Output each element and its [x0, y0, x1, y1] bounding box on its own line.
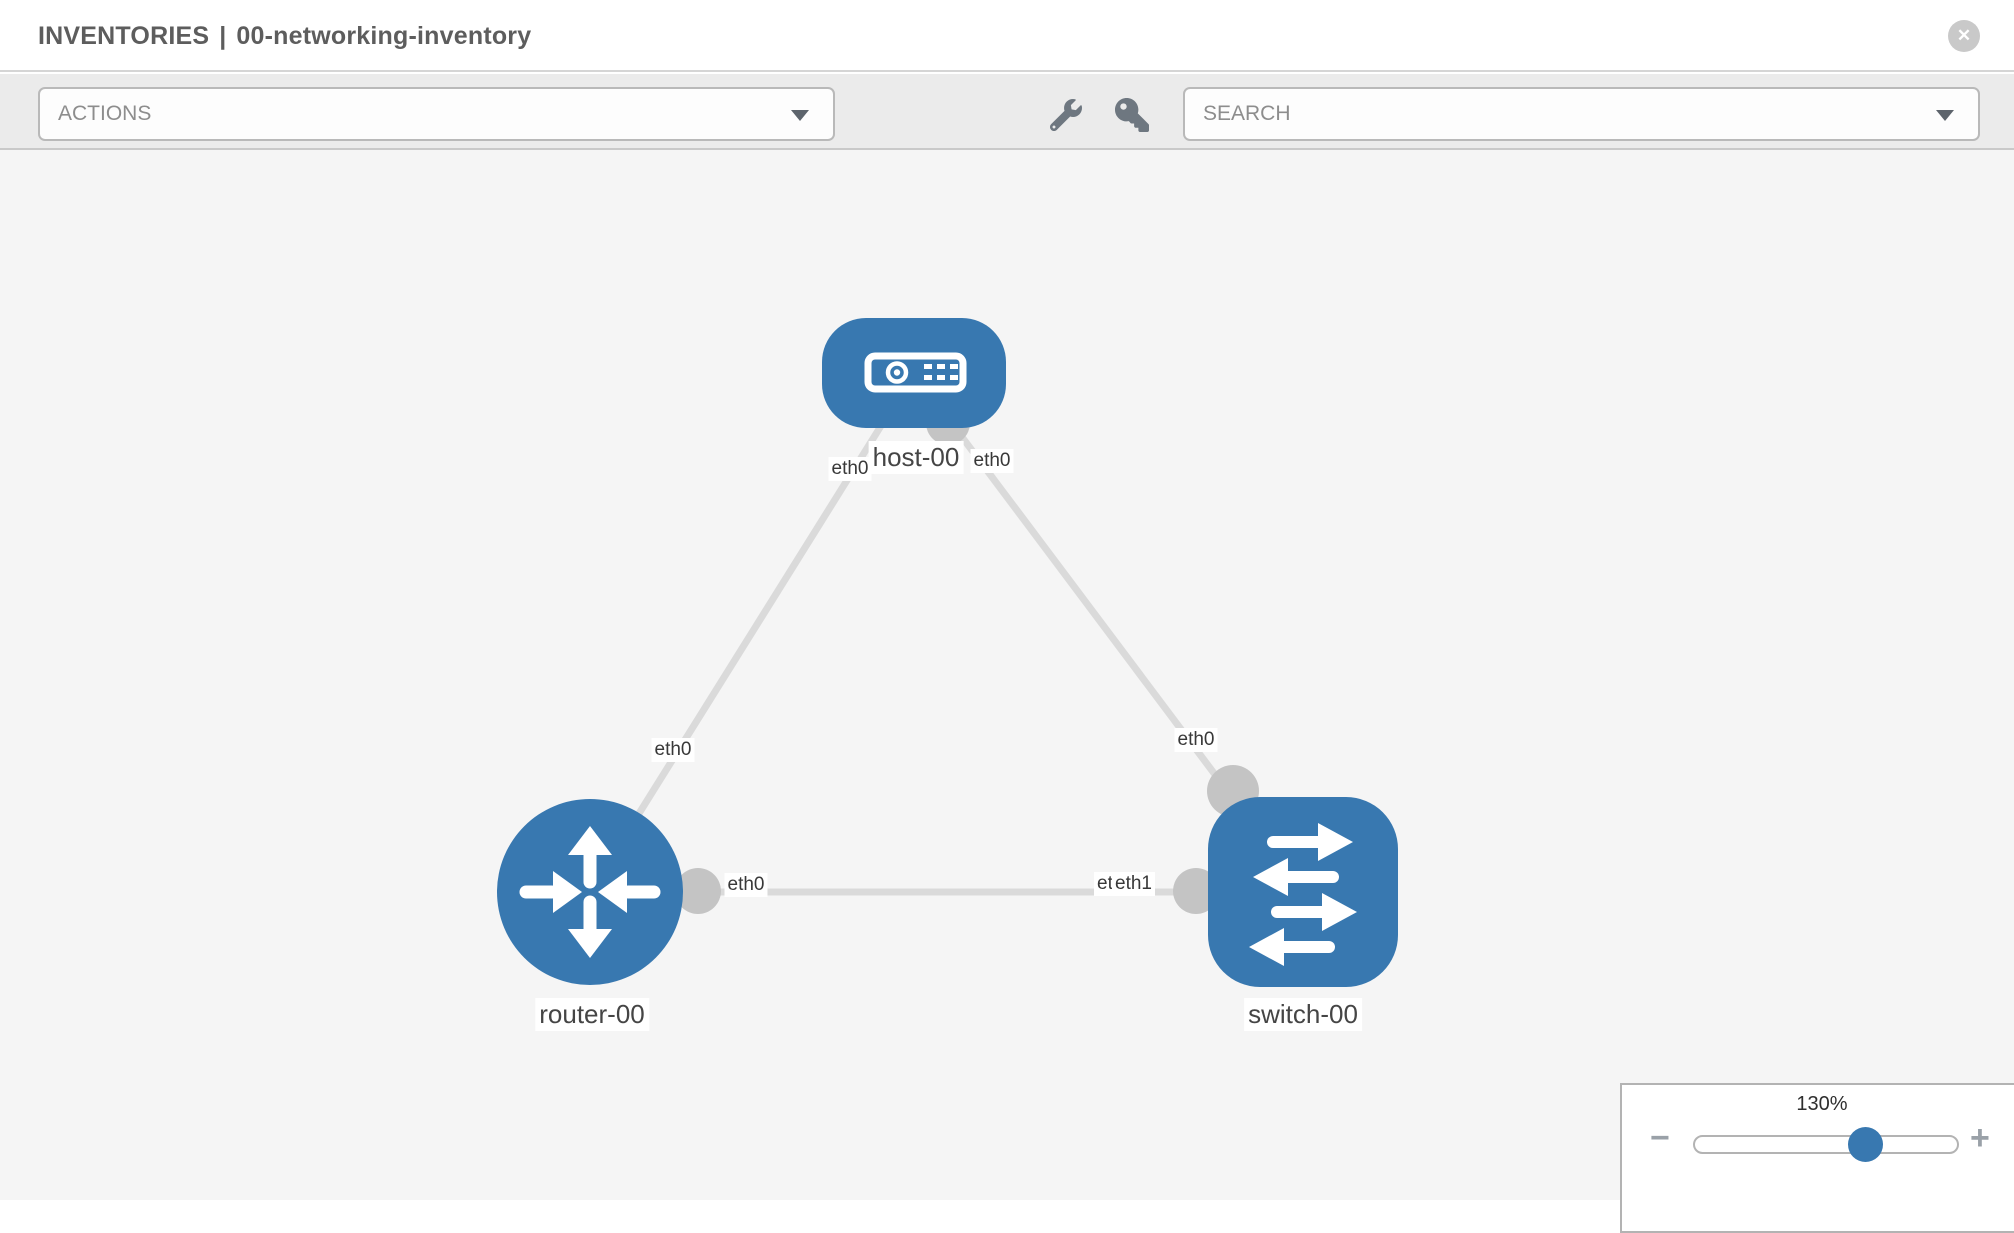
actions-dropdown-label: ACTIONS	[58, 102, 152, 125]
page-title: INVENTORIES | 00-networking-inventory	[38, 0, 531, 72]
chevron-down-icon	[791, 110, 809, 121]
breadcrumb-section: INVENTORIES	[38, 21, 210, 50]
chevron-down-icon	[1936, 110, 1954, 121]
search-input[interactable]: SEARCH	[1183, 87, 1980, 141]
iface-label-host-eth0-right: eth0	[970, 449, 1014, 473]
key-icon	[1115, 98, 1149, 132]
breadcrumb-separator: |	[219, 21, 227, 50]
router-icon	[519, 826, 661, 958]
topology-canvas[interactable]: host-00 router-00 switch-00 eth0 eth0 et…	[0, 150, 2014, 1233]
host-icon	[864, 352, 967, 393]
configure-button[interactable]	[1048, 97, 1084, 133]
zoom-slider-track[interactable]	[1693, 1135, 1959, 1154]
zoom-in-button[interactable]: +	[1970, 1119, 1990, 1157]
zoom-level: 130%	[1796, 1093, 1848, 1115]
zoom-panel: 130% − +	[1620, 1083, 2014, 1233]
credentials-button[interactable]	[1114, 97, 1150, 133]
node-label-router: router-00	[535, 998, 649, 1031]
actions-dropdown[interactable]: ACTIONS	[38, 87, 835, 141]
iface-label-router-eth0-right: eth0	[724, 873, 768, 897]
header: INVENTORIES | 00-networking-inventory ✕	[0, 0, 2014, 72]
iface-label-router-eth0-top: eth0	[651, 738, 695, 762]
interface-dot-router-eth0[interactable]	[675, 868, 721, 914]
iface-label-switch-eth1: eth1	[1112, 872, 1155, 896]
search-placeholder: SEARCH	[1203, 102, 1291, 125]
topology-graph	[497, 318, 1398, 987]
node-host-00[interactable]	[822, 318, 1006, 428]
node-label-host: host-00	[868, 441, 964, 474]
iface-label-switch-eth0-top: eth0	[1174, 728, 1218, 752]
wrench-icon	[1050, 99, 1082, 131]
iface-label-host-eth0-left: eth0	[828, 457, 872, 481]
zoom-out-button[interactable]: −	[1650, 1119, 1670, 1157]
switch-icon	[1249, 823, 1357, 966]
zoom-slider-handle[interactable]	[1848, 1127, 1883, 1162]
toolbar: ACTIONS SEARCH	[0, 74, 2014, 150]
close-icon: ✕	[1956, 26, 1972, 45]
close-button[interactable]: ✕	[1948, 20, 1980, 52]
node-switch-00[interactable]	[1208, 797, 1398, 987]
interface-dot-switch-eth1[interactable]	[1173, 868, 1219, 914]
node-router-00[interactable]	[497, 799, 683, 985]
node-label-switch: switch-00	[1244, 998, 1362, 1031]
inventory-name: 00-networking-inventory	[236, 21, 532, 50]
